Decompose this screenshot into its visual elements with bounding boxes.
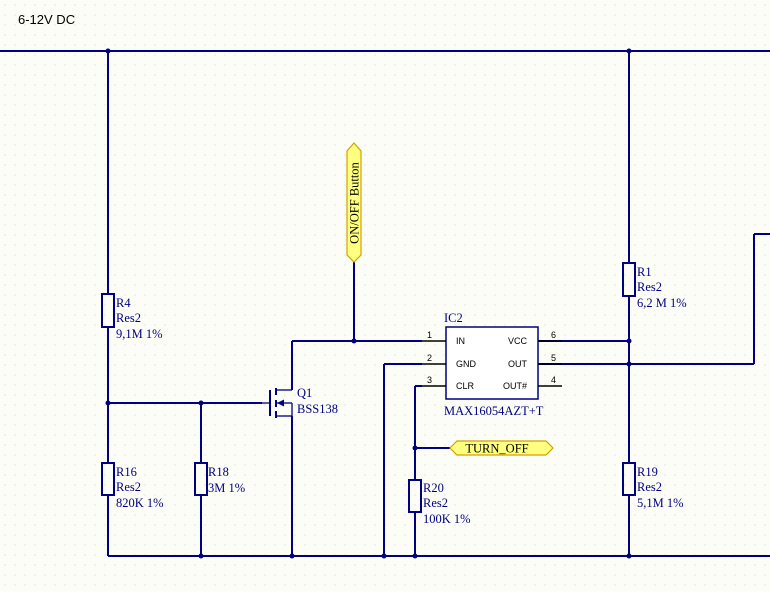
junction xyxy=(289,553,295,559)
ref-designator: R16 xyxy=(116,465,137,479)
ic-ref: IC2 xyxy=(444,311,463,325)
junction xyxy=(198,400,204,406)
junction xyxy=(626,553,632,559)
pin-number: 4 xyxy=(551,375,556,385)
ic-body xyxy=(445,326,539,400)
mosfet-q1[interactable]: Q1 BSS138 xyxy=(262,386,338,418)
junction xyxy=(381,553,387,559)
part-type: Res2 xyxy=(637,280,662,294)
resistor-r16[interactable]: R16 Res2 820K 1% xyxy=(101,462,164,510)
part-number: BSS138 xyxy=(297,402,338,416)
part-value: 5,1M 1% xyxy=(637,496,684,510)
ic-part-number: MAX16054AZT+T xyxy=(444,404,544,418)
ref-designator: R20 xyxy=(423,481,444,495)
part-value: 9,1M 1% xyxy=(116,327,163,341)
part-value: 6,2 M 1% xyxy=(637,296,687,310)
resistor-body xyxy=(622,462,636,496)
body-arrow xyxy=(277,399,284,407)
ic2-max16054[interactable]: IC2 MAX16054AZT+T 1 2 3 IN GND CLR 6 5 4… xyxy=(422,311,562,418)
ref-designator: Q1 xyxy=(297,386,312,400)
resistor-body xyxy=(194,462,208,496)
junction xyxy=(626,361,632,367)
pin-name: GND xyxy=(456,359,477,369)
net-label-turn-off[interactable]: TURN_OFF xyxy=(449,440,554,456)
resistor-r1[interactable]: R1 Res2 6,2 M 1% xyxy=(622,262,687,310)
junction xyxy=(105,400,111,406)
ref-designator: R18 xyxy=(208,465,229,479)
ref-designator: R1 xyxy=(637,265,652,279)
pin-name: VCC xyxy=(508,336,528,346)
pin-number: 1 xyxy=(427,330,432,340)
ref-designator: R4 xyxy=(116,296,131,310)
pin-number: 3 xyxy=(427,375,432,385)
resistor-r19[interactable]: R19 Res2 5,1M 1% xyxy=(622,462,684,510)
part-value: 3M 1% xyxy=(208,481,245,495)
part-value: 820K 1% xyxy=(116,496,164,510)
resistor-r18[interactable]: R18 3M 1% xyxy=(194,462,245,496)
net-label-onoff-button[interactable]: ON/OFF Button xyxy=(346,142,362,263)
junction xyxy=(198,553,204,559)
resistor-body xyxy=(408,479,422,513)
pin-number: 5 xyxy=(551,353,556,363)
part-type: Res2 xyxy=(423,496,448,510)
net-label-text: TURN_OFF xyxy=(465,442,528,456)
resistor-body xyxy=(101,462,115,496)
junction xyxy=(351,338,357,344)
pin-name: CLR xyxy=(456,381,475,391)
junction xyxy=(626,338,632,344)
resistor-body xyxy=(101,293,115,328)
junctions xyxy=(105,48,632,559)
pin-name: IN xyxy=(456,336,465,346)
pin-name: OUT xyxy=(508,359,528,369)
junction xyxy=(412,445,418,451)
net-label-text: ON/OFF Button xyxy=(348,161,362,243)
part-type: Res2 xyxy=(116,311,141,325)
pin-number: 2 xyxy=(427,353,432,363)
junction xyxy=(412,553,418,559)
junction xyxy=(626,48,632,54)
part-type: Res2 xyxy=(116,480,141,494)
ref-designator: R19 xyxy=(637,465,658,479)
pin-name: OUT# xyxy=(503,381,527,391)
resistor-r4[interactable]: R4 Res2 9,1M 1% xyxy=(101,293,163,341)
resistor-body xyxy=(622,262,636,297)
pin-number: 6 xyxy=(551,330,556,340)
resistor-r20[interactable]: R20 Res2 100K 1% xyxy=(408,479,471,526)
power-rail-label: 6-12V DC xyxy=(18,12,76,27)
part-type: Res2 xyxy=(637,480,662,494)
net-label-shape xyxy=(346,142,362,263)
part-value: 100K 1% xyxy=(423,512,471,526)
net-label-shape xyxy=(449,440,554,456)
junction xyxy=(105,48,111,54)
